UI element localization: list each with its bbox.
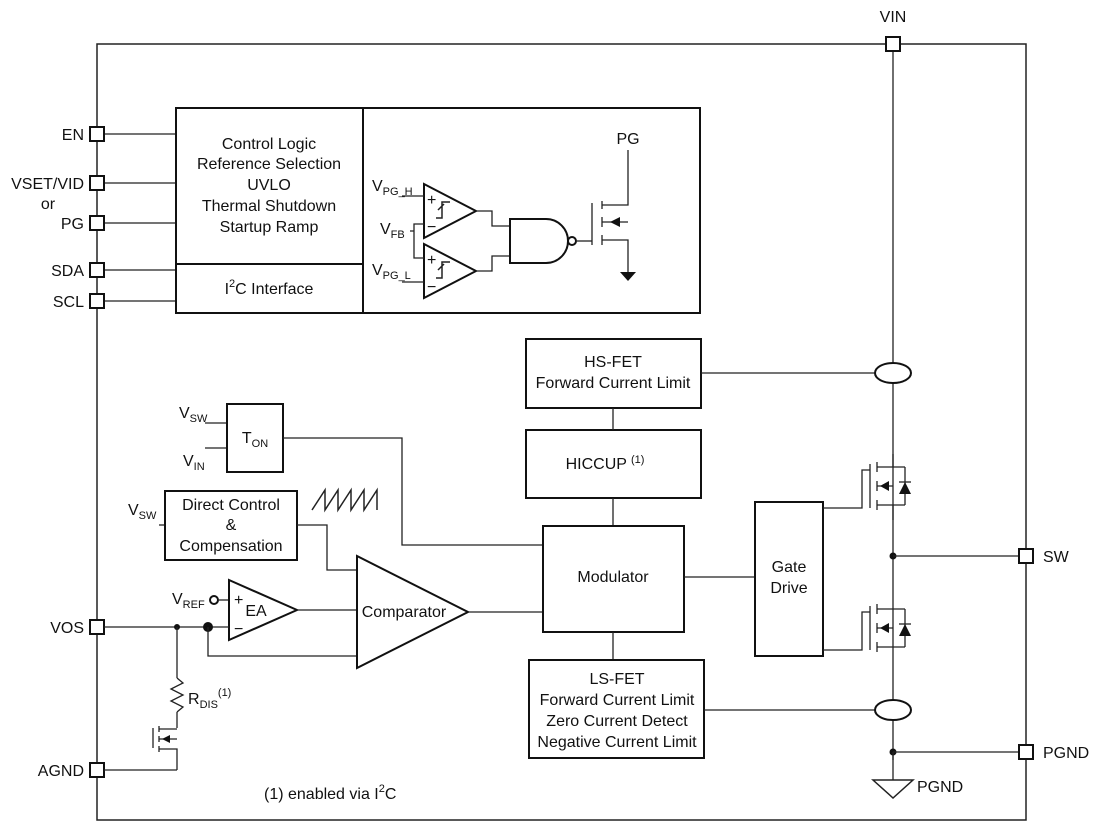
direct-control-block <box>164 490 298 561</box>
vsw-ton-label: VSW <box>179 405 208 425</box>
agnd-pin <box>89 762 105 778</box>
sda-pin <box>89 262 105 278</box>
ramp-icon <box>311 487 378 513</box>
scl-pin-label: SCL <box>53 294 84 311</box>
gate-drive-line-2: Drive <box>770 580 807 597</box>
pgnd-ground-label: PGND <box>917 779 963 796</box>
sw-pin-label: SW <box>1043 549 1070 566</box>
en-pin <box>89 126 105 142</box>
scl-pin <box>89 293 105 309</box>
gate-drive-block <box>754 501 824 657</box>
ls-fet-current-limit-block <box>528 659 705 759</box>
sda-pin-label: SDA <box>51 263 84 280</box>
pg-pin <box>89 215 105 231</box>
pg-high-comparator <box>423 182 479 240</box>
pgnd-ground-icon <box>871 779 915 800</box>
vin-ton-label: VIN <box>183 453 205 473</box>
pg-pin-label: PG <box>61 216 84 233</box>
pg-fet-arrow <box>610 217 620 227</box>
ls-fet-zero-current: Zero Current Detect <box>546 713 688 730</box>
ground-icon <box>620 272 636 281</box>
error-amplifier <box>228 578 300 642</box>
vin-pin-label: VIN <box>880 9 907 26</box>
ea-plus: + <box>234 592 243 609</box>
ls-fet-symbol <box>869 604 911 652</box>
direct-control-amp: & <box>226 517 237 534</box>
discharge-fet-symbol <box>152 726 178 770</box>
ton-label: TON <box>242 430 268 450</box>
pgnd-pin-label: PGND <box>1043 745 1089 762</box>
hs-fet-title: HS-FET <box>584 354 642 371</box>
vsw-direct-label: VSW <box>128 502 157 522</box>
pg-low-plus: + <box>427 252 436 269</box>
ton-block <box>226 403 284 473</box>
pgnd-pin <box>1018 744 1034 760</box>
agnd-pin-label: AGND <box>38 763 84 780</box>
vref-label: VREF <box>172 591 205 611</box>
hiccup-label: HICCUP(1) <box>566 454 645 473</box>
reference-selection-line: Reference Selection <box>197 156 341 173</box>
control-logic-block <box>175 107 364 265</box>
comparator-label: Comparator <box>362 604 447 621</box>
ea-label: EA <box>245 603 267 620</box>
direct-control-title: Direct Control <box>182 497 280 514</box>
power-good-block <box>362 107 701 314</box>
vpg-h-label: VPG_H <box>372 178 413 198</box>
uvlo-line: UVLO <box>247 177 291 194</box>
ls-current-sense <box>874 699 912 721</box>
pg-output-label: PG <box>616 131 639 148</box>
ic-boundary <box>96 43 1027 821</box>
hiccup-block <box>525 429 702 499</box>
ls-fet-title: LS-FET <box>589 671 644 688</box>
pg-low-comparator <box>423 242 479 300</box>
rdis-label: RDIS(1) <box>188 687 231 711</box>
i2c-interface-block <box>175 263 364 314</box>
startup-ramp-line: Startup Ramp <box>220 219 319 236</box>
control-logic-line: Control Logic <box>222 136 316 153</box>
hs-fet-subtitle: Forward Current Limit <box>536 375 691 392</box>
hs-fet-current-limit-block <box>525 338 702 409</box>
or-label: or <box>41 196 56 213</box>
ls-fet-forward-limit: Forward Current Limit <box>540 692 695 709</box>
pg-low-minus: − <box>427 279 436 296</box>
modulator-block <box>542 525 685 633</box>
vref-node <box>209 595 219 605</box>
i2c-interface-label: I2C Interface <box>225 278 314 298</box>
hysteresis-icon <box>436 201 450 219</box>
pwm-comparator <box>356 554 471 670</box>
hs-fet-symbol <box>869 454 911 520</box>
nand-gate <box>509 218 569 264</box>
vset-vid-pin <box>89 175 105 191</box>
vos-pin-label: VOS <box>50 620 84 637</box>
vfb-label: VFB <box>380 221 405 241</box>
nand-bubble <box>567 236 577 246</box>
hysteresis-icon <box>436 261 450 279</box>
rdis-resistor-icon <box>169 677 185 713</box>
vset-vid-pin-label: VSET/VID <box>11 176 84 193</box>
pg-high-minus: − <box>427 219 436 236</box>
vos-pin <box>89 619 105 635</box>
direct-control-compensation: Compensation <box>179 538 282 555</box>
vpg-l-label: VPG_L <box>372 262 411 282</box>
pg-high-plus: + <box>427 192 436 209</box>
sw-pin <box>1018 548 1034 564</box>
ls-fet-negative-limit: Negative Current Limit <box>537 734 697 751</box>
thermal-shutdown-line: Thermal Shutdown <box>202 198 336 215</box>
vin-pin <box>885 36 901 52</box>
modulator-label: Modulator <box>577 569 649 586</box>
footnote: (1) enabled via I2C <box>264 783 396 803</box>
gate-drive-line-1: Gate <box>772 559 807 576</box>
hs-current-sense <box>874 362 912 384</box>
en-pin-label: EN <box>62 127 84 144</box>
ea-minus: − <box>234 621 243 638</box>
